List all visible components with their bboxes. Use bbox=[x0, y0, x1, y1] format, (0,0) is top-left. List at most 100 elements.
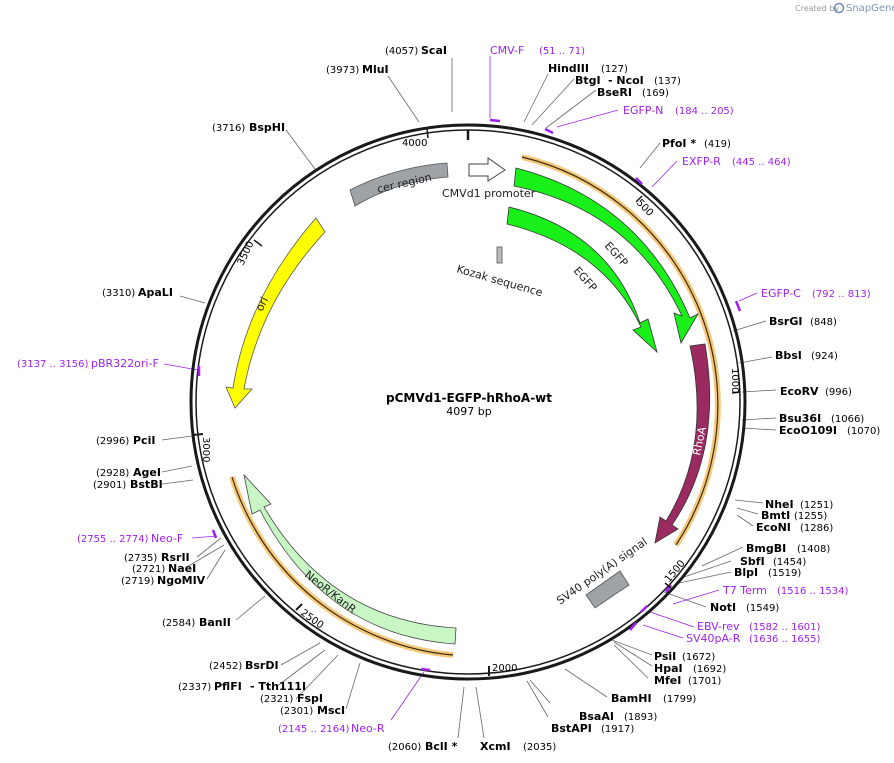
svg-text:(2996): (2996) bbox=[96, 436, 129, 447]
site-pflfi: (2337) PflFI - Tth111I bbox=[178, 680, 306, 693]
svg-text:BtgI: BtgI bbox=[575, 74, 601, 87]
svg-text:NaeI: NaeI bbox=[168, 562, 196, 575]
site-agei: (2928) AgeI bbox=[96, 466, 161, 479]
svg-text:NheI: NheI bbox=[765, 498, 794, 511]
svg-text:PsiI: PsiI bbox=[654, 650, 676, 663]
svg-text:(1454): (1454) bbox=[773, 557, 806, 568]
svg-text:(1692): (1692) bbox=[693, 664, 726, 675]
svg-text:XcmI: XcmI bbox=[480, 740, 511, 753]
svg-text:MfeI: MfeI bbox=[654, 674, 681, 687]
primer-leader-lines bbox=[163, 56, 758, 721]
svg-text:(3716): (3716) bbox=[212, 123, 245, 134]
svg-text:NotI: NotI bbox=[710, 601, 736, 614]
svg-text:EcoRV: EcoRV bbox=[780, 385, 819, 398]
svg-text:(3137 .. 3156): (3137 .. 3156) bbox=[17, 359, 89, 370]
svg-text:(2901): (2901) bbox=[93, 480, 126, 491]
svg-text:(1917): (1917) bbox=[601, 724, 634, 735]
site-nhei: NheI (1251) bbox=[765, 498, 833, 511]
svg-text:(2452): (2452) bbox=[209, 661, 242, 672]
site-psii: PsiI (1672) bbox=[654, 650, 715, 663]
primer-labels: CMV-F (51 .. 71) EGFP-N (184 .. 205) EXF… bbox=[17, 44, 871, 735]
site-apali: (3310) ApaLI bbox=[102, 286, 173, 299]
svg-text:(1286): (1286) bbox=[800, 523, 833, 534]
svg-text:NgoMIV: NgoMIV bbox=[157, 574, 206, 587]
site-sbfi: SbfI (1454) bbox=[740, 555, 806, 568]
svg-text:(419): (419) bbox=[704, 139, 731, 150]
svg-text:PciI: PciI bbox=[133, 434, 155, 447]
site-hindiii: HindIII (127) bbox=[548, 62, 628, 75]
svg-text:(2337): (2337) bbox=[178, 682, 211, 693]
site-econi: EcoNI (1286) bbox=[756, 521, 833, 534]
feature-label-rhoa: RhoA bbox=[690, 425, 709, 456]
svg-text:EGFP-N: EGFP-N bbox=[623, 104, 663, 117]
primer-t7-term: T7 Term (1516 .. 1534) bbox=[722, 584, 849, 597]
primer-exfp-r: EXFP-R (445 .. 464) bbox=[682, 155, 791, 168]
feature-label-cmvd1-promoter: CMVd1 promoter bbox=[442, 187, 536, 200]
feature-ori: ori bbox=[225, 217, 326, 409]
site-mfei: MfeI (1701) bbox=[654, 674, 721, 687]
site-banii: (2584) BanII bbox=[162, 616, 231, 629]
primer-sv40pa-r: SV40pA-R (1636 .. 1655) bbox=[686, 632, 821, 645]
site-mlui: (3973) MluI bbox=[326, 63, 389, 76]
svg-text:SbfI: SbfI bbox=[740, 555, 765, 568]
svg-text:(1636 .. 1655): (1636 .. 1655) bbox=[749, 634, 821, 645]
svg-text:(2584): (2584) bbox=[162, 618, 195, 629]
svg-text:(184 .. 205): (184 .. 205) bbox=[675, 106, 734, 117]
site-pfoi: PfoI * (419) bbox=[662, 137, 731, 150]
svg-text:BamHI: BamHI bbox=[611, 692, 652, 705]
site-fspi: (2321) FspI bbox=[260, 692, 323, 705]
svg-text:(1070): (1070) bbox=[847, 426, 880, 437]
site-bamhi: BamHI (1799) bbox=[611, 692, 696, 705]
svg-text:(2755 .. 2774): (2755 .. 2774) bbox=[77, 534, 149, 545]
svg-text:EXFP-R: EXFP-R bbox=[682, 155, 721, 168]
feature-rhoa: RhoA bbox=[654, 343, 711, 544]
svg-text:EGFP-C: EGFP-C bbox=[761, 287, 801, 300]
svg-text:Bsu36I: Bsu36I bbox=[779, 412, 821, 425]
svg-text:SV40pA-R: SV40pA-R bbox=[686, 632, 741, 645]
svg-text:(2060): (2060) bbox=[388, 742, 421, 753]
site-bmgbi: BmgBI (1408) bbox=[746, 542, 830, 555]
svg-text:T7 Term: T7 Term bbox=[722, 584, 767, 597]
snapgene-credit: Created by SnapGene bbox=[795, 2, 894, 14]
backbone-outer bbox=[189, 123, 747, 681]
tick-3000: 3000 bbox=[200, 437, 211, 462]
site-bcli: (2060) BclI * bbox=[388, 740, 458, 753]
site-tth111i: - Tth111I bbox=[250, 680, 306, 693]
svg-text:Neo-F: Neo-F bbox=[151, 532, 183, 545]
primer-egfp-c: EGFP-C (792 .. 813) bbox=[761, 287, 871, 300]
tick-1500: 1500 bbox=[663, 558, 688, 585]
feature-cer-region: cer region bbox=[349, 162, 449, 207]
svg-text:(1408): (1408) bbox=[797, 544, 830, 555]
svg-text:(2321): (2321) bbox=[260, 694, 293, 705]
svg-text:MluI: MluI bbox=[362, 63, 389, 76]
svg-text:(1066): (1066) bbox=[831, 414, 864, 425]
svg-text:(445 .. 464): (445 .. 464) bbox=[732, 157, 791, 168]
primer-pbr322ori-f: (3137 .. 3156) pBR322ori-F bbox=[17, 357, 159, 370]
feature-cmvd1-promoter: CMVd1 promoter bbox=[442, 157, 536, 200]
svg-text:(848): (848) bbox=[810, 317, 837, 328]
site-bsrgi: BsrGI (848) bbox=[769, 315, 837, 328]
svg-text:(2145 .. 2164): (2145 .. 2164) bbox=[278, 724, 350, 735]
svg-text:(2301): (2301) bbox=[280, 706, 313, 717]
svg-text:EcoNI: EcoNI bbox=[756, 521, 791, 534]
feature-label-kozak: Kozak sequence bbox=[455, 262, 544, 299]
svg-text:EcoO109I: EcoO109I bbox=[779, 424, 837, 437]
svg-text:(1255): (1255) bbox=[794, 511, 827, 522]
svg-text:PflFI: PflFI bbox=[214, 680, 242, 693]
svg-text:(3973): (3973) bbox=[326, 65, 359, 76]
tick-4000: 4000 bbox=[402, 138, 427, 149]
svg-text:(1701): (1701) bbox=[688, 676, 721, 687]
svg-text:RsrII: RsrII bbox=[161, 551, 190, 564]
svg-text:pBR322ori-F: pBR322ori-F bbox=[91, 357, 159, 370]
site-btgi-ncoi: BtgI - NcoI (137) bbox=[575, 74, 681, 87]
svg-text:BbsI: BbsI bbox=[775, 349, 802, 362]
svg-text:(1799): (1799) bbox=[663, 694, 696, 705]
svg-text:PfoI *: PfoI * bbox=[662, 137, 696, 150]
svg-text:(1251): (1251) bbox=[800, 500, 833, 511]
feature-egfp-inner: EGFP bbox=[506, 206, 658, 354]
svg-text:(1516 .. 1534): (1516 .. 1534) bbox=[777, 586, 849, 597]
tick-2000: 2000 bbox=[492, 663, 517, 674]
primer-neo-r: (2145 .. 2164) Neo-R bbox=[278, 722, 385, 735]
site-bstbi: (2901) BstBI bbox=[93, 478, 163, 491]
svg-text:FspI: FspI bbox=[297, 692, 323, 705]
